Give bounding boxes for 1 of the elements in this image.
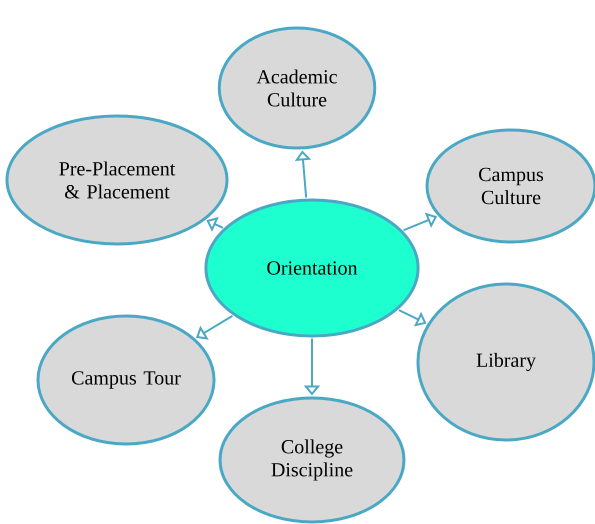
block-arrow bbox=[196, 315, 233, 340]
